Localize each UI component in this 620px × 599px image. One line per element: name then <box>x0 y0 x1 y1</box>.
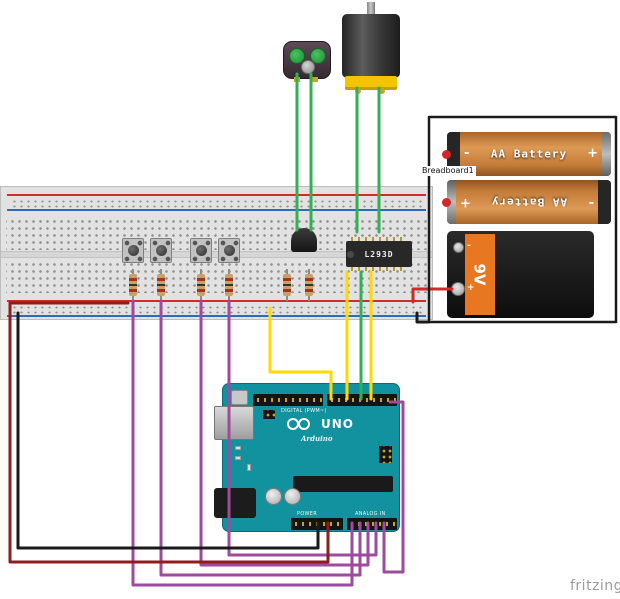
arduino-brand-label: Arduino <box>301 434 333 443</box>
breadboard-top-rail-holes <box>9 198 425 208</box>
breadboard-bottom-rail-holes <box>9 304 425 314</box>
aa-battery-body: - AA Battery + <box>447 180 611 224</box>
pushbutton-2 <box>150 238 172 263</box>
fritzing-watermark: fritzing <box>570 578 620 594</box>
breadboard-center-groove <box>1 251 432 258</box>
green-terminal-left <box>289 48 305 64</box>
motor-hub <box>301 60 315 74</box>
breadboard-top-positive-rail <box>7 194 426 196</box>
breadboard-bottom-positive-rail <box>7 300 426 302</box>
resistor-4 <box>225 269 233 301</box>
analog-header <box>347 518 397 530</box>
battery-terminal-dot <box>442 149 451 159</box>
icsp-header <box>379 446 392 463</box>
battery-terminal-dot <box>442 197 451 207</box>
pushbutton-cap <box>127 245 139 256</box>
reset-button <box>231 390 248 405</box>
battery-plus-sign: + <box>587 146 598 162</box>
digital-pins-label: DIGITAL (PWM~) <box>281 408 327 414</box>
motor-terminal-left <box>355 88 361 94</box>
motor-body <box>342 14 400 78</box>
l293d-ic: L293D <box>346 237 412 271</box>
battery-negative-terminal <box>453 242 464 253</box>
arduino-uno-board: DIGITAL (PWM~) UNO Arduino POWER ANALOG … <box>214 383 400 532</box>
ic-notch <box>347 250 354 258</box>
motor-shaft <box>367 2 375 16</box>
smd-component <box>247 464 251 471</box>
analog-pins-label: ANALOG IN <box>355 511 386 517</box>
power-jack <box>214 488 256 518</box>
nine-volt-label: 9V <box>471 263 489 286</box>
pushbutton-3 <box>190 238 212 263</box>
motor-terminal-right <box>379 88 385 94</box>
usb-port <box>214 406 254 440</box>
digital-header-right <box>327 394 397 406</box>
ic-pins-top <box>351 237 407 241</box>
arduino-logo-icon <box>298 418 310 430</box>
pushbutton-cap <box>195 245 207 256</box>
atmega-chip <box>293 476 393 492</box>
sensor-pin-left <box>294 77 300 82</box>
smd-component <box>235 456 241 460</box>
pushbutton-1 <box>122 238 144 263</box>
resistor-6 <box>305 269 313 301</box>
resistor-2 <box>157 269 165 301</box>
capacitor <box>265 488 282 505</box>
pushbutton-4 <box>218 238 240 263</box>
pushbutton-cap <box>223 245 235 256</box>
capacitor <box>284 488 301 505</box>
dc-motor <box>342 2 400 94</box>
icsp-header-usb <box>263 410 275 419</box>
battery-plus-sign: + <box>460 194 471 210</box>
battery-positive-terminal <box>451 282 465 296</box>
small-motor <box>283 41 331 82</box>
ic-label: L293D <box>364 249 394 259</box>
ic-pins-bottom <box>351 267 407 271</box>
breadboard-top-negative-rail <box>7 209 426 211</box>
digital-header-left <box>253 394 323 406</box>
battery-holder-label: Breadboard1 <box>420 166 476 176</box>
motor-base <box>345 76 397 90</box>
battery-minus-sign: - <box>467 241 471 251</box>
resistor-5 <box>283 269 291 301</box>
breadboard-bottom-negative-rail <box>7 315 426 317</box>
sensor-pin-right <box>312 77 318 82</box>
smd-component <box>235 446 241 450</box>
aa-battery-2: - AA Battery + <box>442 180 611 224</box>
aa-battery-label: AA Battery <box>490 195 568 209</box>
power-header <box>291 518 343 530</box>
green-terminal-right <box>310 48 326 64</box>
transistor <box>291 228 317 252</box>
pushbutton-cap <box>155 245 167 256</box>
resistor-3 <box>197 269 205 301</box>
uno-model-label: UNO <box>321 417 354 431</box>
power-pins-label: POWER <box>297 511 318 517</box>
nine-volt-battery: 9V - + <box>447 231 594 318</box>
resistor-1 <box>129 269 137 301</box>
battery-plus-sign: + <box>467 283 475 293</box>
